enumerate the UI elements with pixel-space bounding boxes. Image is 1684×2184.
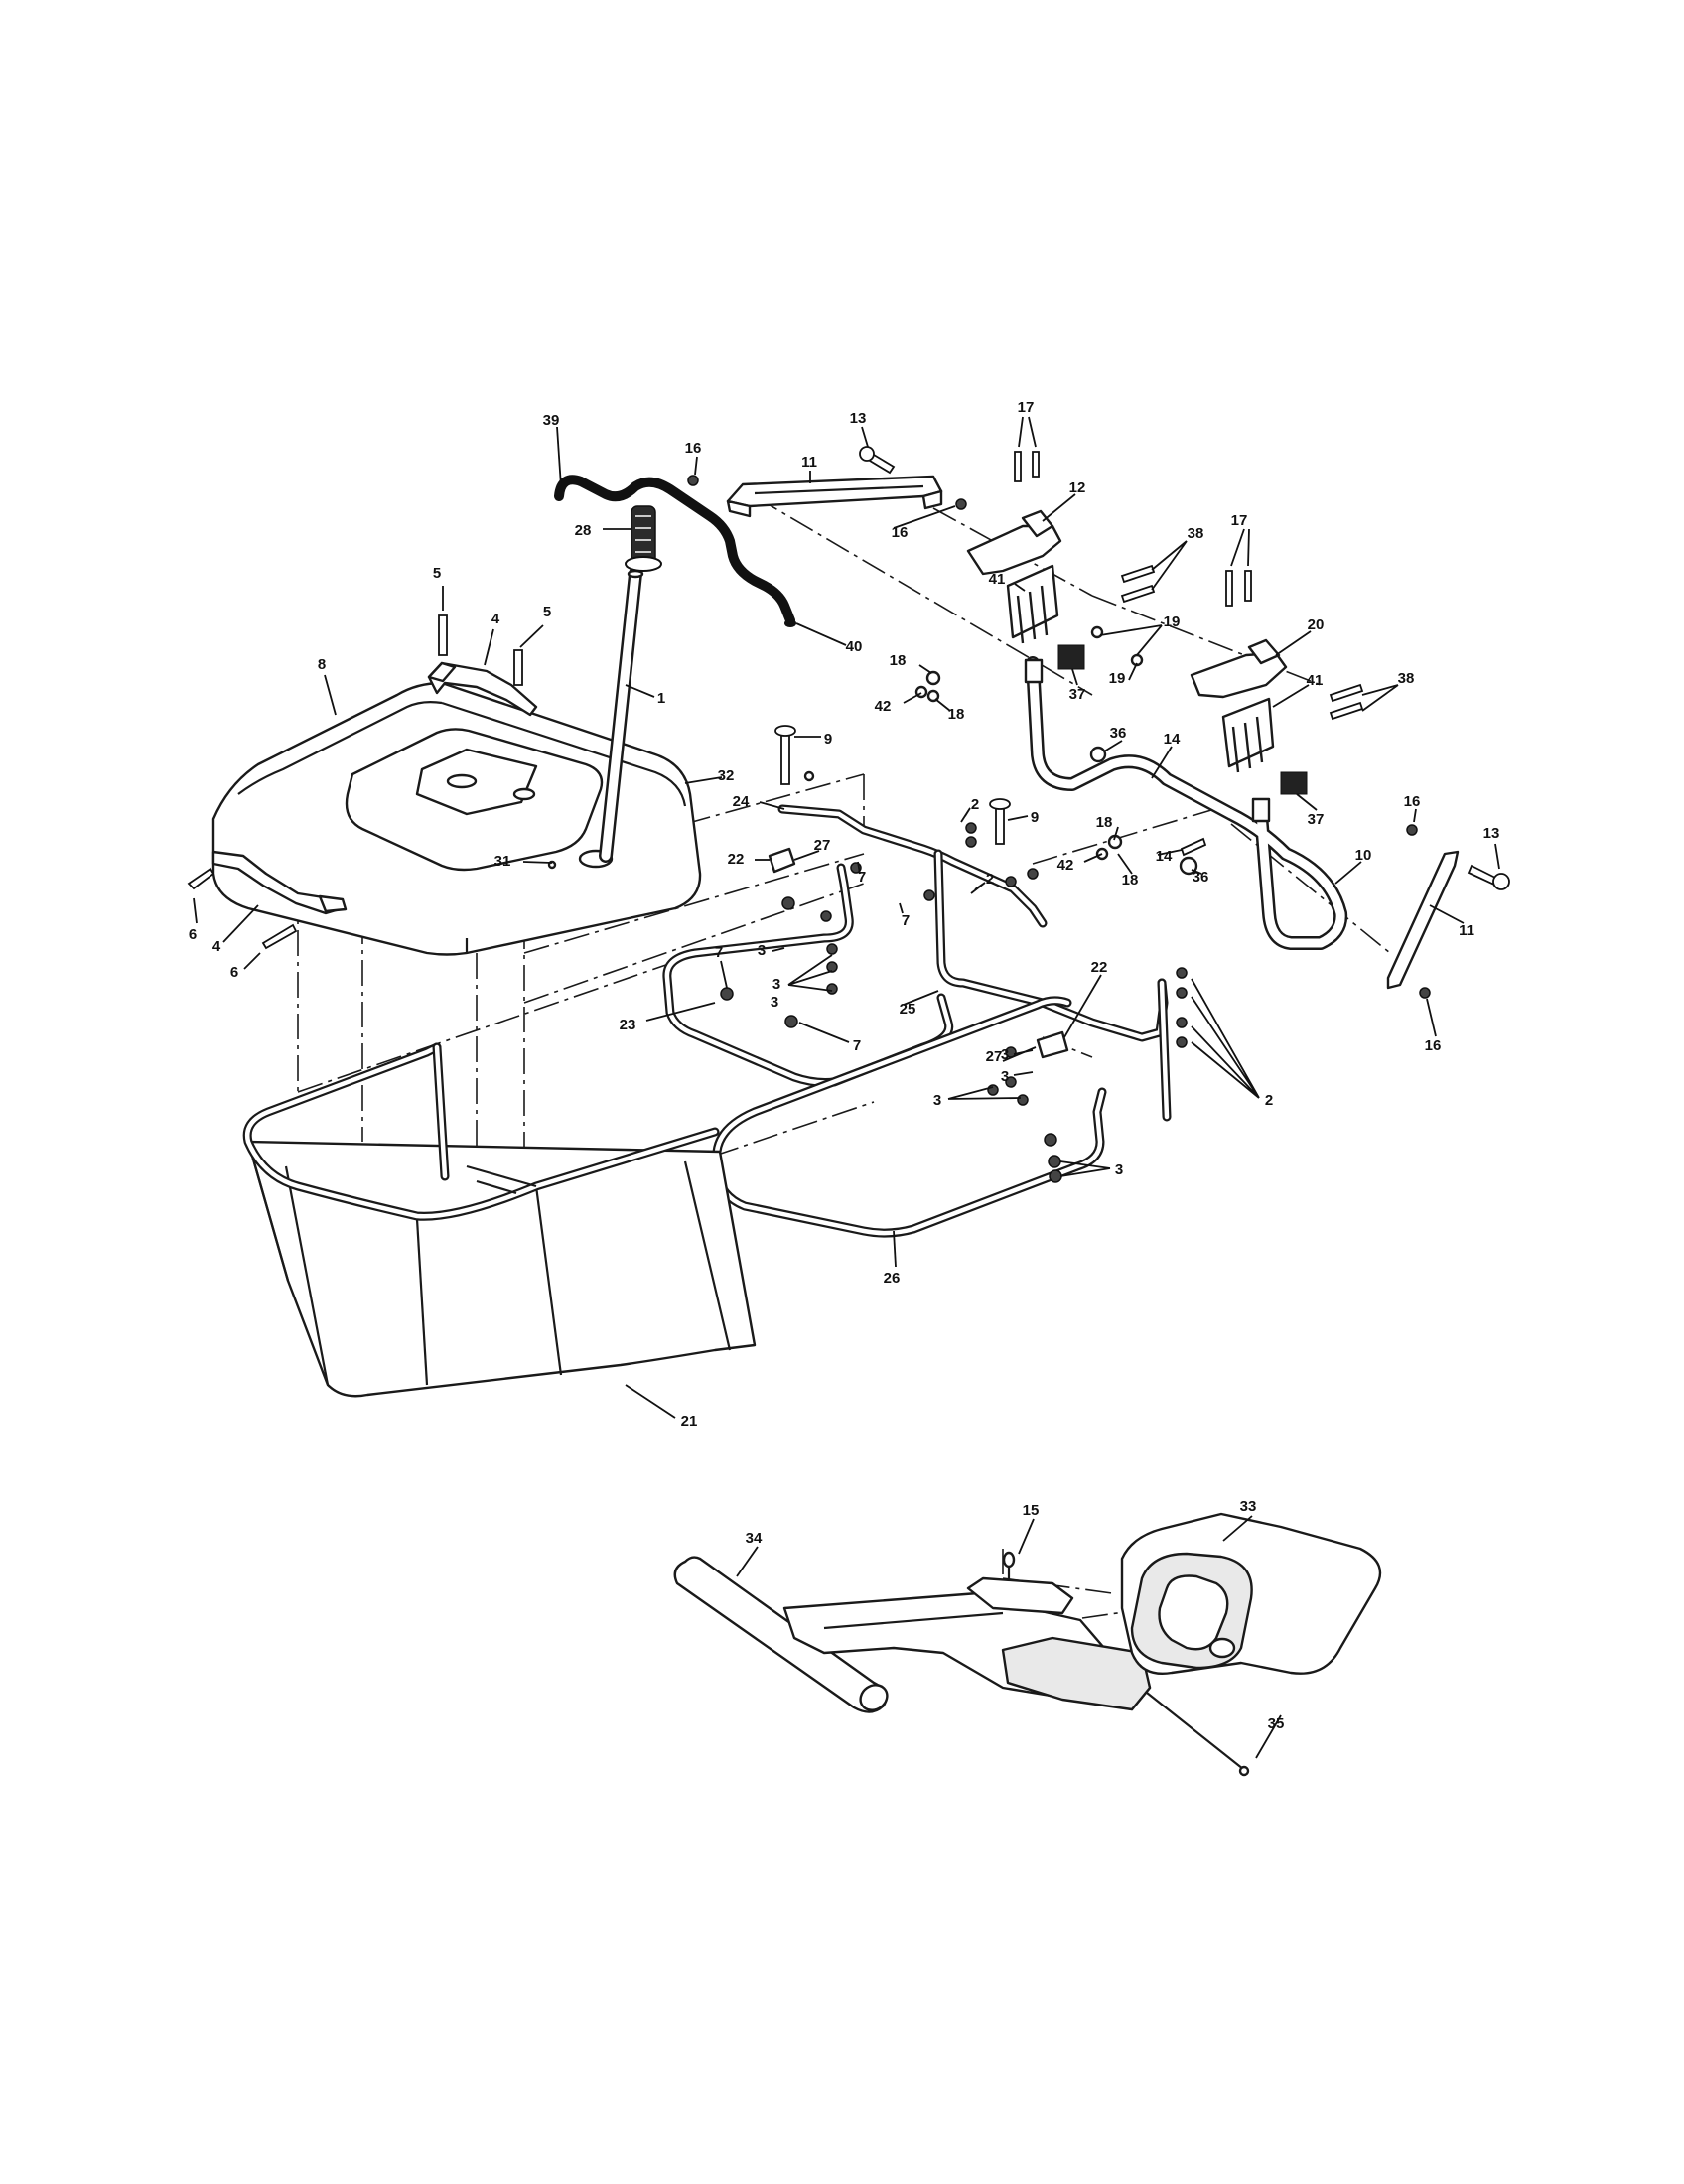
callout-label: 3 — [1115, 1161, 1123, 1178]
callout-label: 3 — [933, 1092, 941, 1109]
callout-label: 36 — [1193, 869, 1209, 886]
hinge-bracket-part — [1190, 638, 1288, 699]
callout-label: 13 — [850, 410, 867, 427]
callout-label: 7 — [853, 1037, 861, 1054]
callout-label: 40 — [846, 638, 863, 655]
callout-label: 31 — [494, 853, 511, 870]
callout-label: 37 — [1069, 686, 1086, 703]
callout-label: 3 — [772, 976, 780, 993]
callout-label: 38 — [1398, 670, 1415, 687]
callout-label: 10 — [1355, 847, 1372, 864]
hardware — [187, 446, 1510, 1183]
callout-label: 9 — [824, 731, 832, 748]
callout-label: 12 — [1069, 479, 1086, 496]
clamp-part — [1006, 564, 1059, 644]
callout-label: 3 — [771, 994, 778, 1011]
callout-label: 36 — [1110, 725, 1127, 742]
callout-label: 11 — [1459, 922, 1474, 939]
callout-label: 2 — [986, 871, 994, 887]
chute-arm-part — [782, 1576, 1152, 1711]
bracket-part — [726, 475, 943, 518]
callout-label: 21 — [681, 1413, 698, 1430]
callout-label: 39 — [543, 412, 560, 429]
callout-label: 18 — [1096, 814, 1113, 831]
callout-label: 2 — [1265, 1092, 1273, 1109]
callout-label: 35 — [1268, 1715, 1285, 1732]
bag-cover-part — [211, 681, 702, 956]
clip-pin-part — [1002, 1551, 1016, 1580]
callout-label: 16 — [892, 524, 909, 541]
callout-label: 3 — [758, 942, 766, 959]
callout-label: 25 — [900, 1001, 916, 1018]
callout-label: 41 — [1307, 672, 1324, 689]
callout-label: 23 — [620, 1017, 636, 1033]
callout-label: 26 — [884, 1270, 901, 1287]
callout-label: 7 — [858, 869, 866, 886]
callout-label: 38 — [1188, 525, 1204, 542]
callout-label: 16 — [685, 440, 702, 457]
cap-part — [1057, 644, 1308, 795]
tube-part — [673, 1556, 889, 1713]
callout-label: 9 — [1031, 809, 1039, 826]
bag-part — [242, 1042, 757, 1398]
callout-label: 24 — [733, 793, 750, 810]
callout-label: 22 — [728, 851, 745, 868]
callout-label: 4 — [212, 938, 221, 955]
callout-label: 14 — [1156, 848, 1173, 865]
grip-part — [625, 505, 662, 572]
callout-label: 16 — [1404, 793, 1421, 810]
callout-label: 42 — [875, 698, 892, 715]
latch-handle-part — [211, 850, 348, 915]
callout-label: 3 — [1001, 1046, 1009, 1063]
clamp-part — [1221, 697, 1275, 773]
callout-label: 6 — [189, 926, 197, 943]
cable-part — [554, 475, 796, 627]
callout-label: 16 — [1425, 1037, 1442, 1054]
callout-label: 5 — [433, 565, 441, 582]
tube-frame-part — [712, 996, 1107, 1238]
callout-label: 33 — [1240, 1498, 1257, 1515]
callout-label: 7 — [902, 912, 910, 929]
callout-label: 11 — [801, 454, 817, 471]
callout-label: 20 — [1308, 616, 1325, 633]
callout-label: 14 — [1164, 731, 1181, 748]
tube-frame-part — [933, 849, 1172, 1122]
callout-label: 3 — [1001, 1068, 1009, 1085]
leader-lines — [193, 416, 1500, 1759]
callout-label: 6 — [230, 964, 238, 981]
callout-label: 1 — [657, 690, 665, 707]
callout-label: 18 — [890, 652, 907, 669]
chute-part — [1120, 1512, 1382, 1675]
pin-part — [1146, 1692, 1250, 1777]
callout-label: 27 — [814, 837, 831, 854]
callout-label: 4 — [491, 611, 500, 627]
callout-label: 19 — [1109, 670, 1126, 687]
callout-label: 17 — [1018, 399, 1035, 416]
callout-label: 5 — [543, 604, 551, 620]
callout-label: 42 — [1057, 857, 1074, 874]
callout-label: 28 — [575, 522, 592, 539]
clip-part — [768, 847, 1069, 1059]
callout-labels: 1222333333344556677778991011111213131414… — [189, 399, 1500, 1732]
callout-label: 32 — [718, 767, 735, 784]
callout-label: 18 — [1122, 872, 1139, 888]
callout-label: 8 — [318, 656, 326, 673]
side-bracket-part — [1386, 850, 1460, 990]
callout-label: 19 — [1164, 614, 1181, 630]
callout-label: 41 — [989, 571, 1006, 588]
callout-label: 7 — [715, 944, 723, 961]
callout-label: 17 — [1231, 512, 1248, 529]
frame-part — [1024, 656, 1348, 950]
callout-label: 18 — [948, 706, 965, 723]
callout-label: 2 — [971, 796, 979, 813]
callout-label: 27 — [986, 1048, 1003, 1065]
handle-part — [427, 661, 538, 717]
callout-label: 34 — [746, 1530, 763, 1547]
hinge-bracket-part — [966, 509, 1062, 576]
callout-label: 13 — [1483, 825, 1500, 842]
callout-label: 37 — [1308, 811, 1325, 828]
callout-label: 22 — [1091, 959, 1108, 976]
callout-label: 15 — [1023, 1502, 1040, 1519]
